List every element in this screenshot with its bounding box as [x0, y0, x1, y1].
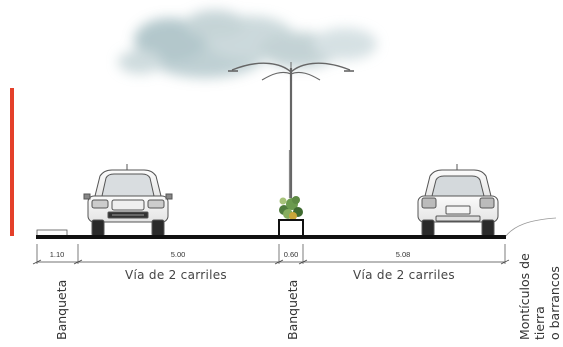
car-front-icon	[83, 164, 173, 237]
mounds-label-line1: Montículos de	[517, 253, 532, 340]
dim-lane-left: 5.00	[171, 250, 186, 259]
dimension-lines	[32, 244, 510, 265]
dim-lane-right: 5.08	[396, 250, 411, 259]
sidewalk-left-label: Banqueta	[54, 280, 69, 340]
cloud-icon	[118, 10, 377, 78]
dim-median: 0.60	[284, 250, 299, 259]
lane-left-label: Vía de 2 carriles	[125, 268, 227, 282]
accent-bar	[10, 88, 14, 236]
terrain-mound	[505, 217, 557, 237]
mounds-label-line3: o barrancos	[547, 266, 562, 340]
dim-sidewalk-left: 1.10	[50, 250, 65, 259]
road-surface	[36, 235, 506, 239]
lane-right-label: Vía de 2 carriles	[353, 268, 455, 282]
street-lamp-icon	[228, 62, 354, 198]
car-rear-icon	[417, 164, 499, 237]
sidewalk-median-label: Banqueta	[285, 280, 300, 340]
planter-icon	[278, 196, 304, 238]
mounds-label-line2: tierra	[532, 306, 547, 340]
